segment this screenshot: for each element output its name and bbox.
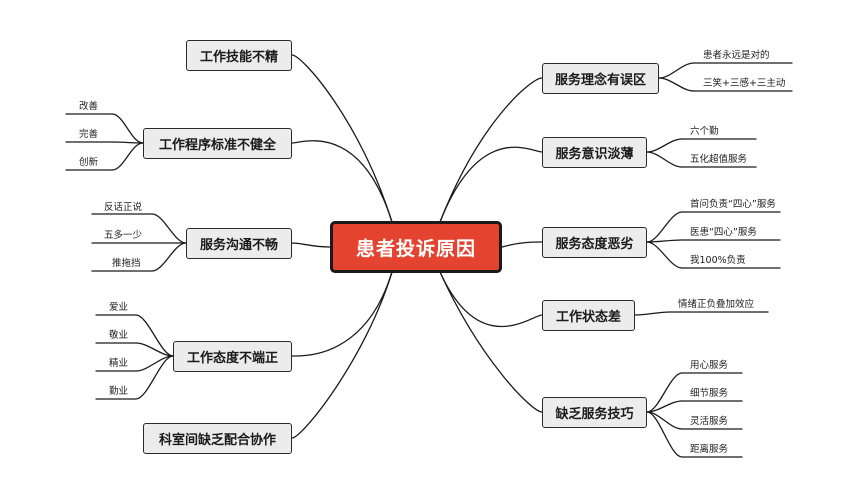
leaf-connector <box>634 311 671 316</box>
leaf-flexible-service[interactable]: 灵活服务 <box>690 416 729 427</box>
leaf-connector <box>135 314 174 357</box>
leaf-master-job[interactable]: 精业 <box>109 358 129 369</box>
connector-center-right-0 <box>439 77 543 223</box>
branch-work-state[interactable]: 工作状态差 <box>542 300 635 331</box>
leaf-love-job[interactable]: 爱业 <box>109 302 129 313</box>
branch-service-communication[interactable]: 服务沟通不畅 <box>186 228 292 259</box>
connector-center-left-1 <box>291 140 393 223</box>
leaf-patient-always-right[interactable]: 患者永远是对的 <box>703 50 770 61</box>
leaf-five-more-one-less[interactable]: 五多一少 <box>104 230 143 241</box>
branch-service-skill[interactable]: 缺乏服务技巧 <box>542 397 647 428</box>
connector-center-left-4 <box>291 271 393 439</box>
leaf-detail-service[interactable]: 细节服务 <box>690 388 729 399</box>
leaf-first-ask-responsible[interactable]: 首问负责“四心”服务 <box>690 199 776 210</box>
branch-service-awareness[interactable]: 服务意识淡薄 <box>542 137 647 168</box>
leaf-connector <box>646 241 683 269</box>
branch-service-attitude[interactable]: 服务态度恶劣 <box>542 227 647 258</box>
leaf-connector <box>646 400 683 413</box>
connector-center-left-3 <box>291 271 393 357</box>
connector-center-left-2 <box>291 242 331 248</box>
leaf-reverse-speak[interactable]: 反话正说 <box>104 202 143 213</box>
leaf-six-diligence[interactable]: 六个勤 <box>690 126 719 137</box>
leaf-connector <box>135 342 174 357</box>
leaf-connector <box>658 77 695 92</box>
leaf-connector <box>111 142 144 171</box>
leaf-connector <box>151 213 187 244</box>
leaf-connector <box>646 138 683 153</box>
leaf-distance-service[interactable]: 距离服务 <box>690 444 729 455</box>
leaf-connector <box>646 151 683 168</box>
leaf-connector <box>646 211 683 243</box>
branch-work-procedure[interactable]: 工作程序标准不健全 <box>143 128 292 159</box>
branch-work-skill[interactable]: 工作技能不精 <box>186 40 292 71</box>
leaf-three-smiles[interactable]: 三笑+三感+三主动 <box>703 78 786 89</box>
leaf-innovate[interactable]: 创新 <box>79 157 99 168</box>
branch-service-concept[interactable]: 服务理念有误区 <box>542 63 659 94</box>
leaf-connector <box>658 62 695 79</box>
branch-work-attitude[interactable]: 工作态度不端正 <box>173 341 292 372</box>
connector-center-right-1 <box>439 146 543 223</box>
leaf-emotion-superposition[interactable]: 情绪正负叠加效应 <box>678 299 755 310</box>
leaf-connector <box>135 355 174 400</box>
leaf-connector <box>151 242 187 272</box>
leaf-perfect[interactable]: 完善 <box>79 129 99 140</box>
leaf-five-value-service[interactable]: 五化超值服务 <box>690 154 748 165</box>
leaf-doctor-patient-four-hearts[interactable]: 医患“四心”服务 <box>690 227 757 238</box>
connector-center-right-4 <box>439 271 543 413</box>
leaf-push-delay[interactable]: 推拖挡 <box>112 258 141 269</box>
leaf-respect-job[interactable]: 敬业 <box>109 330 129 341</box>
connector-center-right-2 <box>501 241 543 248</box>
connector-center-right-3 <box>439 271 543 328</box>
central-topic[interactable]: 患者投诉原因 <box>330 221 502 273</box>
connector-center-left-0 <box>291 54 393 223</box>
leaf-connector <box>646 411 683 458</box>
leaf-fully-responsible[interactable]: 我100%负责 <box>690 255 746 266</box>
leaf-connector <box>111 113 144 144</box>
leaf-connector <box>646 372 683 413</box>
branch-dept-cooperation[interactable]: 科室间缺乏配合协作 <box>143 423 292 454</box>
leaf-improve[interactable]: 改善 <box>79 101 99 112</box>
leaf-diligent-job[interactable]: 勤业 <box>109 386 129 397</box>
leaf-attentive-service[interactable]: 用心服务 <box>690 360 729 371</box>
